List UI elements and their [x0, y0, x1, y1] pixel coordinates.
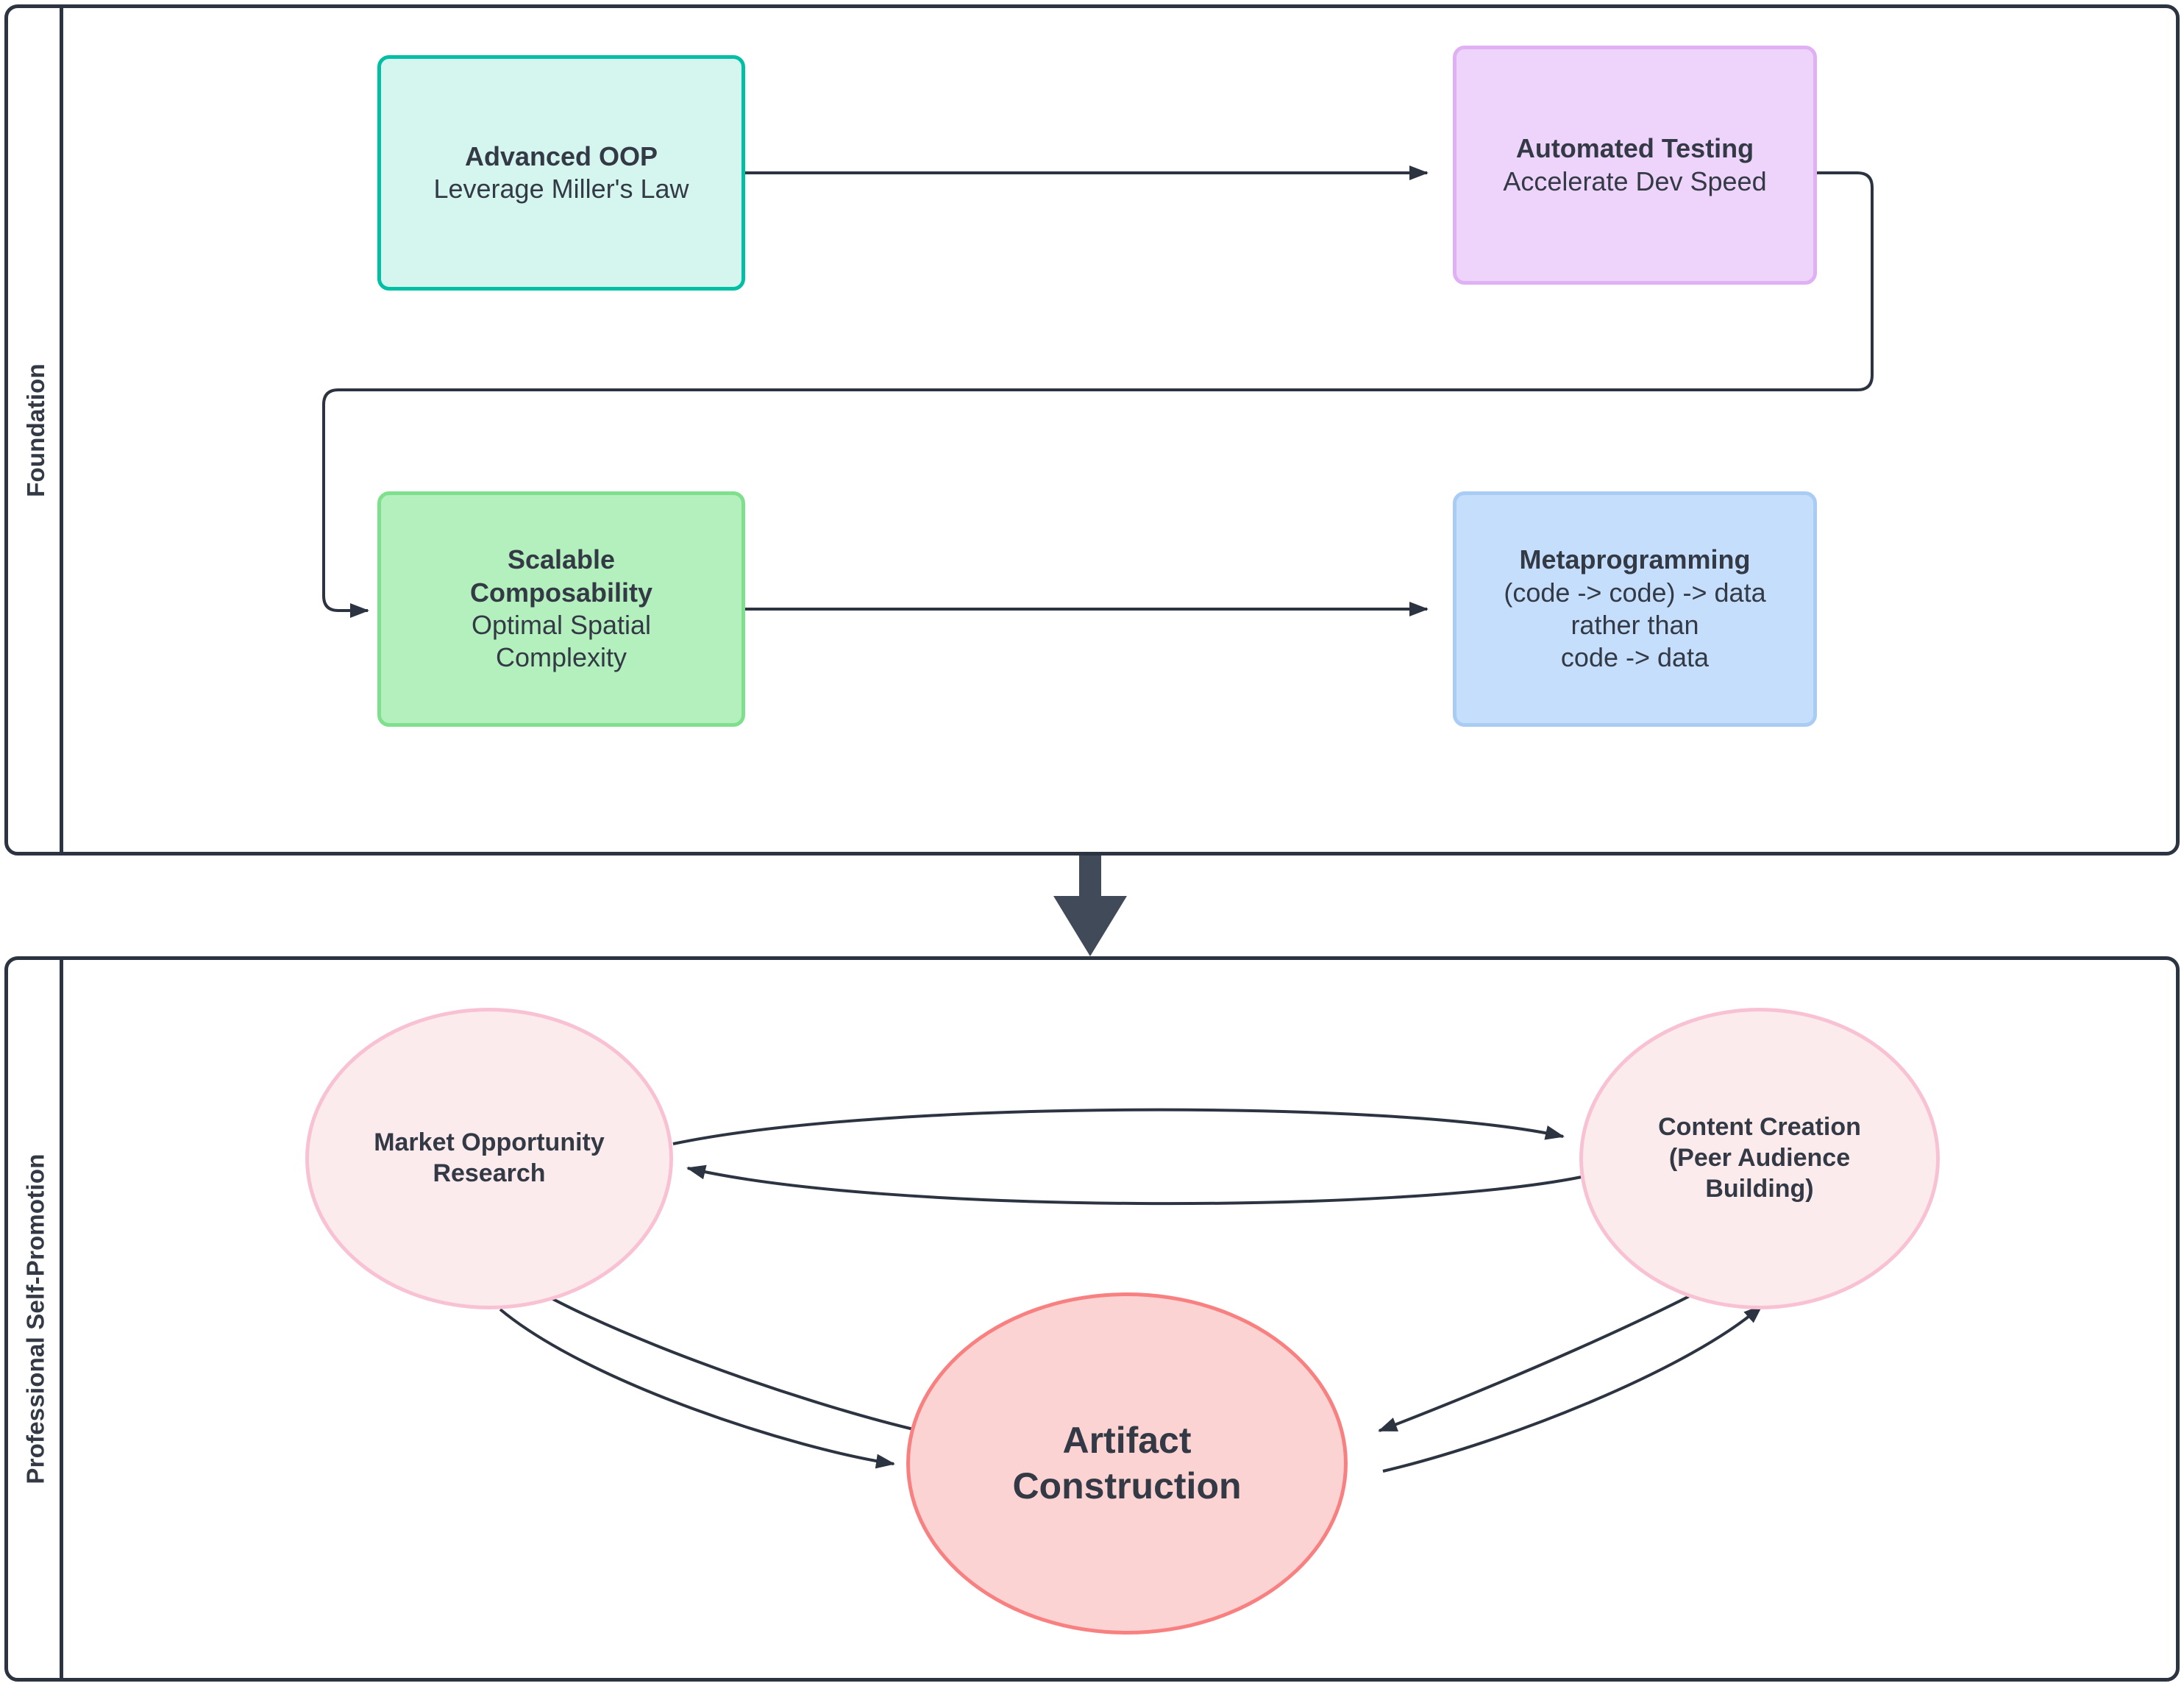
subgraph-foundation-divider — [60, 8, 63, 852]
node-content-creation-title-line1: Content Creation — [1658, 1113, 1861, 1142]
node-metaprogramming-subtitle-line2: rather than — [1571, 610, 1699, 640]
node-scalable-composability-subtitle-line1: Optimal Spatial — [471, 610, 652, 640]
node-metaprogramming-subtitle-line3: code -> data — [1560, 642, 1710, 673]
node-automated-testing-subtitle: Accelerate Dev Speed — [1503, 166, 1767, 196]
node-scalable-composability[interactable]: Scalable Composability Optimal Spatial C… — [377, 491, 745, 727]
node-advanced-oop-subtitle: Leverage Miller's Law — [433, 174, 689, 204]
node-automated-testing[interactable]: Automated Testing Accelerate Dev Speed — [1453, 46, 1817, 285]
subgraph-professional-label: Professional Self-Promotion — [8, 960, 63, 1678]
node-artifact-construction-title-line2: Construction — [1012, 1465, 1242, 1507]
node-artifact-construction-title-line1: Artifact — [1062, 1420, 1192, 1461]
subgraph-professional-self-promotion: Professional Self-Promotion — [4, 956, 2180, 1682]
subgraph-professional-label-text: Professional Self-Promotion — [21, 1153, 49, 1484]
node-scalable-composability-subtitle-line2: Complexity — [495, 642, 627, 673]
node-advanced-oop-title: Advanced OOP — [464, 140, 658, 171]
node-market-opportunity-research[interactable]: Market Opportunity Research — [305, 1008, 673, 1309]
node-content-creation-title-line3: Building) — [1705, 1174, 1814, 1203]
edge-foundation-to-professional-self-promotion — [1053, 856, 1127, 956]
node-scalable-composability-title-line1: Scalable — [507, 544, 616, 575]
node-content-creation-title-line2: (Peer Audience — [1668, 1144, 1851, 1173]
node-automated-testing-title: Automated Testing — [1515, 133, 1754, 164]
node-market-research-title-line1: Market Opportunity — [374, 1128, 605, 1157]
node-scalable-composability-title-line2: Composability — [469, 577, 653, 608]
node-content-creation[interactable]: Content Creation (Peer Audience Building… — [1579, 1008, 1940, 1309]
node-metaprogramming-subtitle-line1: (code -> code) -> data — [1504, 577, 1766, 608]
subgraph-foundation-label-text: Foundation — [21, 363, 49, 497]
subgraph-professional-divider — [60, 960, 63, 1678]
node-advanced-oop[interactable]: Advanced OOP Leverage Miller's Law — [377, 55, 745, 291]
subgraph-foundation: Foundation — [4, 4, 2180, 856]
subgraph-foundation-label: Foundation — [8, 8, 63, 852]
node-metaprogramming[interactable]: Metaprogramming (code -> code) -> data r… — [1453, 491, 1817, 727]
node-artifact-construction[interactable]: Artifact Construction — [906, 1292, 1348, 1635]
node-metaprogramming-title: Metaprogramming — [1519, 544, 1751, 575]
node-market-research-title-line2: Research — [433, 1159, 546, 1187]
